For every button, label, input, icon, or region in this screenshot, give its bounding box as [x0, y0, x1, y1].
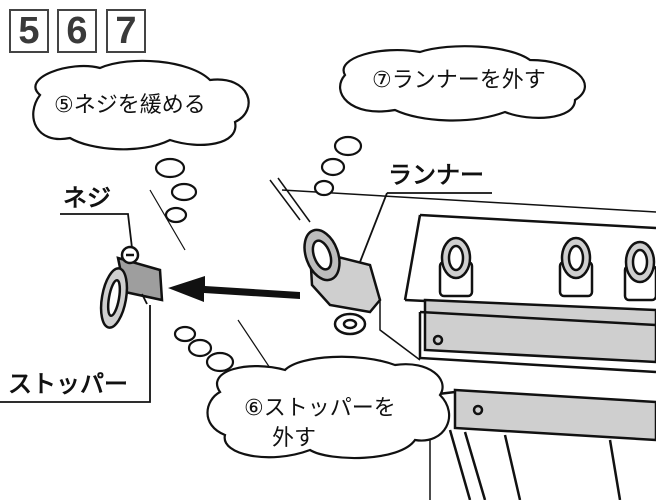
label-screw: ネジ	[63, 184, 111, 212]
stopper-part	[99, 245, 164, 329]
bubble-remove-stopper-line1: ⑥ストッパーを	[244, 396, 396, 421]
thought-bubbles	[32, 45, 586, 460]
step-number-box: 7	[106, 9, 146, 53]
step-number-box: 5	[9, 9, 49, 53]
runner-part	[303, 228, 382, 336]
label-runner: ランナー	[388, 161, 484, 189]
bubble-remove-stopper-line2: 外す	[272, 426, 317, 451]
bubble-loosen-screw: ⑤ネジを緩める	[54, 93, 206, 118]
machine-frame	[269, 177, 656, 500]
mounted-runners	[438, 236, 656, 302]
leader-lines	[0, 189, 492, 403]
label-stopper: ストッパー	[8, 370, 128, 398]
bubble-remove-runner: ⑦ランナーを外す	[372, 68, 546, 93]
step-number-box: 6	[57, 9, 97, 53]
removal-arrow	[168, 276, 300, 302]
